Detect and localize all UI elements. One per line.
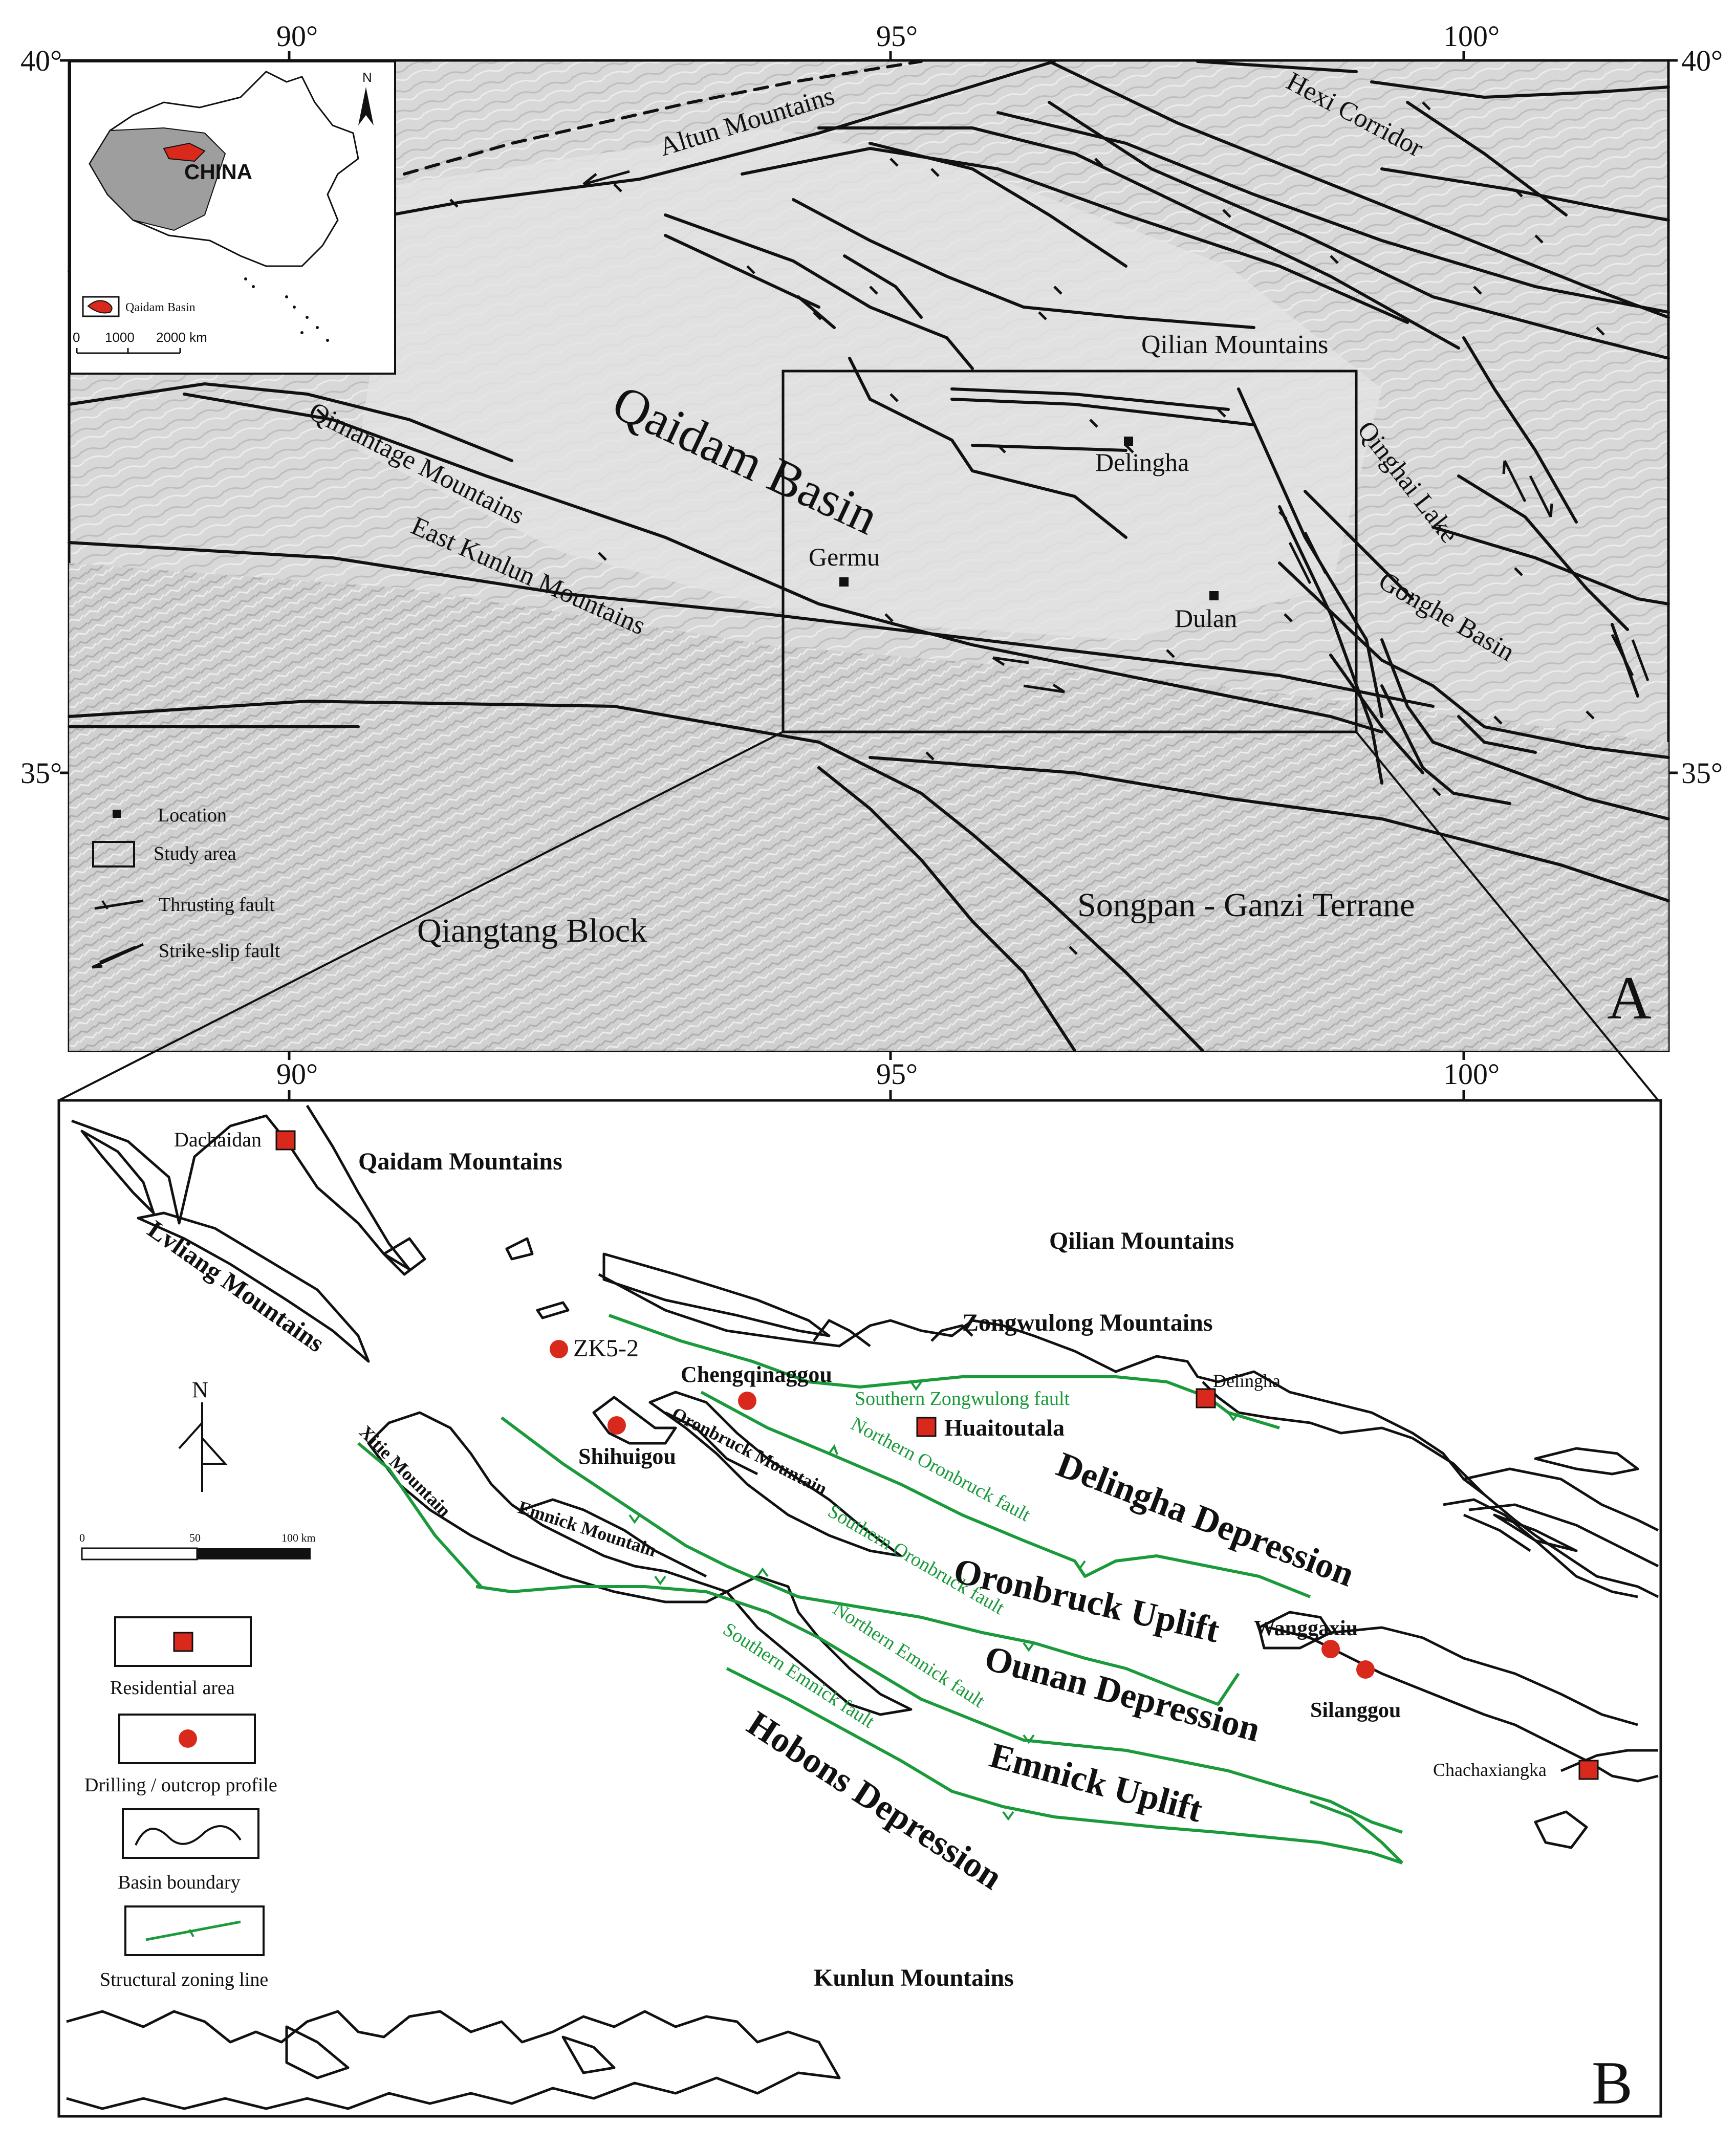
scale-bar-b xyxy=(81,1547,311,1560)
label-dachaidan: Dachaidan xyxy=(174,1128,262,1151)
label-delingha: Delingha xyxy=(1095,448,1189,476)
strike-slip-arrows xyxy=(582,170,1650,693)
northern-emnick-fault-line xyxy=(475,1585,1403,1834)
marker-dulan xyxy=(1209,591,1219,600)
panel-b-legend: Residential area Drilling / outcrop prof… xyxy=(84,1616,277,1990)
inset-scale-0: 0 xyxy=(73,330,80,345)
label-dulan: Dulan xyxy=(1175,604,1237,633)
label-chengqinaggou: Chengqinaggou xyxy=(681,1362,832,1387)
legend-a-strike-slip: Strike-slip fault xyxy=(159,940,280,962)
panel-a: 90° 95° 100° 40° 35° 40° 35° xyxy=(20,19,1723,1060)
label-qiangtang: Qiangtang Block xyxy=(417,912,647,949)
qimantage-fault xyxy=(68,382,513,462)
north-label-b: N xyxy=(192,1377,208,1402)
legend-a-location: Location xyxy=(158,805,227,826)
label-shihuigou: Shihuigou xyxy=(578,1444,676,1469)
marker-delingha xyxy=(1124,437,1133,446)
north-arrow-b xyxy=(178,1402,228,1492)
inset-scale-1000: 1000 xyxy=(105,330,135,345)
lon-bottom-100: 100° xyxy=(1443,1057,1500,1091)
inset-north-label: N xyxy=(362,70,372,85)
inset-legend-box xyxy=(82,296,120,317)
inset-map: CHINA N Qaidam Basin 0 1000 2000 km xyxy=(69,60,396,375)
label-kunlun-mountains: Kunlun Mountains xyxy=(814,1964,1014,1991)
southern-emnick-fault-line xyxy=(357,1442,483,1588)
legend-b-residential: Residential area xyxy=(110,1677,235,1699)
scale-b-100: 100 km xyxy=(281,1531,316,1544)
lat-left-40: 40° xyxy=(20,44,62,77)
label-chachaxiangka: Chachaxiangka xyxy=(1433,1760,1547,1780)
label-zk5-2: ZK5-2 xyxy=(573,1335,639,1362)
label-qaidam-mountains: Qaidam Mountains xyxy=(358,1148,562,1175)
panel-b: 90° 95° 100° xyxy=(57,1057,1662,2118)
marker-chachaxiangka xyxy=(1578,1760,1599,1780)
label-zongwulong: Zongwulong Mountains xyxy=(962,1309,1213,1336)
inset-scale xyxy=(76,348,181,354)
label-wanggaxiu: Wanggaxiu xyxy=(1254,1617,1358,1640)
panel-b-ticks xyxy=(288,1090,1465,1100)
basin-smooth-area xyxy=(358,128,1382,640)
marker-huaitoutala xyxy=(916,1417,937,1437)
inset-north-arrow: N xyxy=(358,70,374,125)
legend-b-zoning: Structural zoning line xyxy=(100,1969,268,1990)
altun-dashed-fault xyxy=(403,60,923,176)
label-germu: Germu xyxy=(809,543,880,571)
label-southern-zongwulong: Southern Zongwulong fault xyxy=(855,1388,1070,1410)
marker-dachaidan xyxy=(275,1130,296,1151)
marker-zk5-2 xyxy=(550,1340,568,1358)
panel-b-letter: B xyxy=(1592,2049,1633,2117)
legend-b-drilling: Drilling / outcrop profile xyxy=(84,1774,277,1796)
zoning-teeth xyxy=(628,1381,1240,1821)
lon-bottom-90: 90° xyxy=(276,1057,318,1091)
scale-b-50: 50 xyxy=(189,1531,201,1544)
panel-a-legend: Location Study area Thrusting fault Stri… xyxy=(91,805,280,969)
thrust-teeth xyxy=(316,101,1605,955)
legend-a-thrusting: Thrusting fault xyxy=(159,894,275,916)
label-huaitoutala: Huaitoutala xyxy=(944,1415,1065,1441)
legend-b-boundary: Basin boundary xyxy=(118,1872,241,1893)
label-delingha-b: Delingha xyxy=(1213,1371,1281,1391)
panel-a-letter: A xyxy=(1607,964,1652,1032)
panel-a-ticks xyxy=(60,51,1678,1060)
label-qilian-b: Qilian Mountains xyxy=(1049,1227,1234,1254)
marker-germu xyxy=(839,577,849,587)
marker-wanggaxiu xyxy=(1321,1640,1340,1658)
label-qilian: Qilian Mountains xyxy=(1141,330,1328,359)
lat-left-35: 35° xyxy=(20,756,62,790)
zoom-connectors xyxy=(58,731,1659,1101)
lat-right-35: 35° xyxy=(1681,756,1723,790)
lon-top-100: 100° xyxy=(1443,19,1500,53)
lat-right-40: 40° xyxy=(1681,44,1723,77)
marker-chengqinaggou xyxy=(738,1392,756,1410)
inset-scale-2000: 2000 km xyxy=(156,330,207,345)
marker-shihuigou xyxy=(607,1416,626,1435)
lon-bottom-95: 95° xyxy=(876,1057,918,1091)
inset-qaidam-red xyxy=(163,142,206,162)
lon-top-90: 90° xyxy=(276,19,318,53)
inset-china-label: CHINA xyxy=(184,160,252,184)
marker-delingha-b xyxy=(1196,1388,1216,1408)
label-songpan: Songpan - Ganzi Terrane xyxy=(1077,886,1415,924)
inset-islands xyxy=(244,277,329,342)
legend-a-study-area: Study area xyxy=(154,843,236,864)
kunlun-fault xyxy=(68,541,1435,708)
scale-b-0: 0 xyxy=(79,1531,85,1544)
southern-oronbruck-fault-line xyxy=(501,1416,1240,1706)
lon-top-95: 95° xyxy=(876,19,918,53)
marker-silanggou xyxy=(1356,1660,1375,1679)
label-silanggou: Silanggou xyxy=(1310,1699,1401,1722)
study-area-box xyxy=(782,370,1358,733)
inset-legend-label: Qaidam Basin xyxy=(125,301,196,314)
